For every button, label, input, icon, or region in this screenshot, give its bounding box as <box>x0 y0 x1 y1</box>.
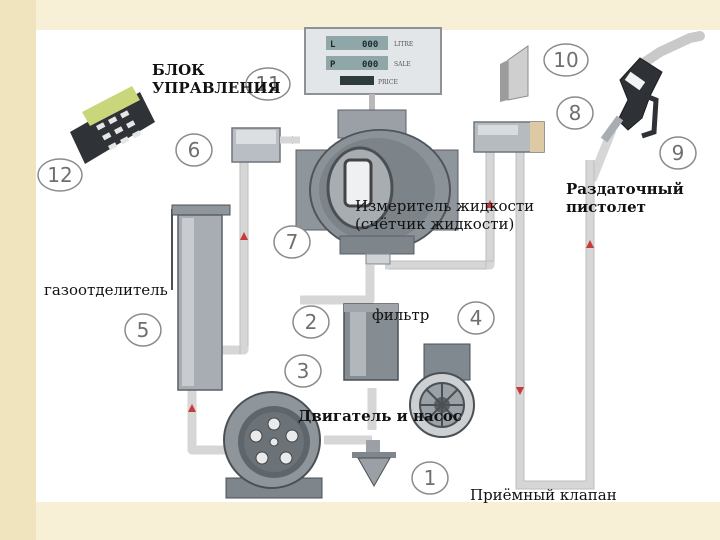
callout-circle-12 <box>37 158 83 192</box>
pipe-separator-to-motor <box>187 388 228 455</box>
callout-number: 11 <box>255 72 280 96</box>
callout-circle-9 <box>659 136 697 170</box>
callout-number: 7 <box>286 230 299 254</box>
control-box-10 <box>500 45 529 102</box>
label-motor-pump: Двигатель и насос <box>298 407 462 425</box>
solenoid-valve-8 <box>473 121 545 153</box>
display-litre-unit: LITRE <box>394 41 413 48</box>
label-control-unit: БЛОК УПРАВЛЕНИЯ <box>152 61 281 97</box>
pipe-return <box>515 150 595 490</box>
callout-number: 9 <box>672 141 685 165</box>
callout-number: 2 <box>305 310 318 334</box>
label-filter: фильтр <box>372 306 430 324</box>
gas-separator-5 <box>171 204 231 391</box>
display-litre-prefix: L <box>330 40 336 50</box>
callout-circle-8 <box>556 96 594 130</box>
nozzle-9 <box>600 31 705 143</box>
filter-2 <box>343 303 399 381</box>
callout-circle-10 <box>543 43 589 77</box>
intake-valve-1 <box>352 440 396 488</box>
callout-number: 4 <box>470 306 483 330</box>
callout-circle-6 <box>175 133 213 167</box>
display-unit <box>304 27 442 115</box>
label-meter: Измеритель жидкости (счётчик жидкости) <box>355 197 535 233</box>
label-intake-valve: Приёмный клапан <box>470 486 617 504</box>
flow-arrow-icon <box>586 240 594 248</box>
callout-circle-1 <box>411 461 449 495</box>
label-dispensing-gun: Раздаточный пистолет <box>566 180 684 216</box>
pipe-meter-lower <box>300 265 375 305</box>
display-sale-prefix: P <box>330 60 336 70</box>
callout-circle-7 <box>273 225 311 259</box>
callout-number: 8 <box>569 101 582 125</box>
motor-3 <box>223 391 323 499</box>
keypad-device <box>70 86 155 164</box>
callout-circle-5 <box>124 313 162 347</box>
callout-circle-11 <box>245 67 291 101</box>
flow-arrow-icon <box>188 404 196 412</box>
callout-circle-4 <box>457 301 495 335</box>
callout-number: 1 <box>424 466 437 490</box>
display-litre-value: 000 <box>362 40 378 50</box>
pipe-edges <box>239 150 595 490</box>
pipe-separator-to-6 <box>220 160 249 355</box>
pulser-6 <box>231 127 300 163</box>
callout-number: 5 <box>137 318 150 342</box>
diagram-panel <box>36 30 720 502</box>
callout-number: 3 <box>297 359 310 383</box>
display-screen-price <box>340 76 374 85</box>
pump-4 <box>409 343 475 438</box>
flow-arrow-icon <box>516 387 524 395</box>
pipe-meter-to-8 <box>385 150 495 270</box>
callout-circle-3 <box>284 354 322 388</box>
callouts <box>37 43 697 495</box>
meter-7 <box>295 109 459 265</box>
display-price-unit: PRICE <box>378 79 398 86</box>
callout-circle-2 <box>292 305 330 339</box>
callout-number: 12 <box>47 163 72 187</box>
display-sale-value: 000 <box>362 60 378 70</box>
display-sale-unit: SALE <box>394 61 411 68</box>
label-gas-separator: газоотделитель <box>44 281 168 299</box>
display-screen-litre <box>326 36 388 50</box>
flow-arrow-icon <box>240 232 248 240</box>
callout-numbers: 1 2 3 4 5 6 7 8 9 10 11 12 <box>47 48 684 490</box>
callout-number: 10 <box>553 48 578 72</box>
flow-arrow-icon <box>486 200 494 208</box>
display-screen-sale <box>326 56 388 70</box>
callout-number: 6 <box>188 138 201 162</box>
